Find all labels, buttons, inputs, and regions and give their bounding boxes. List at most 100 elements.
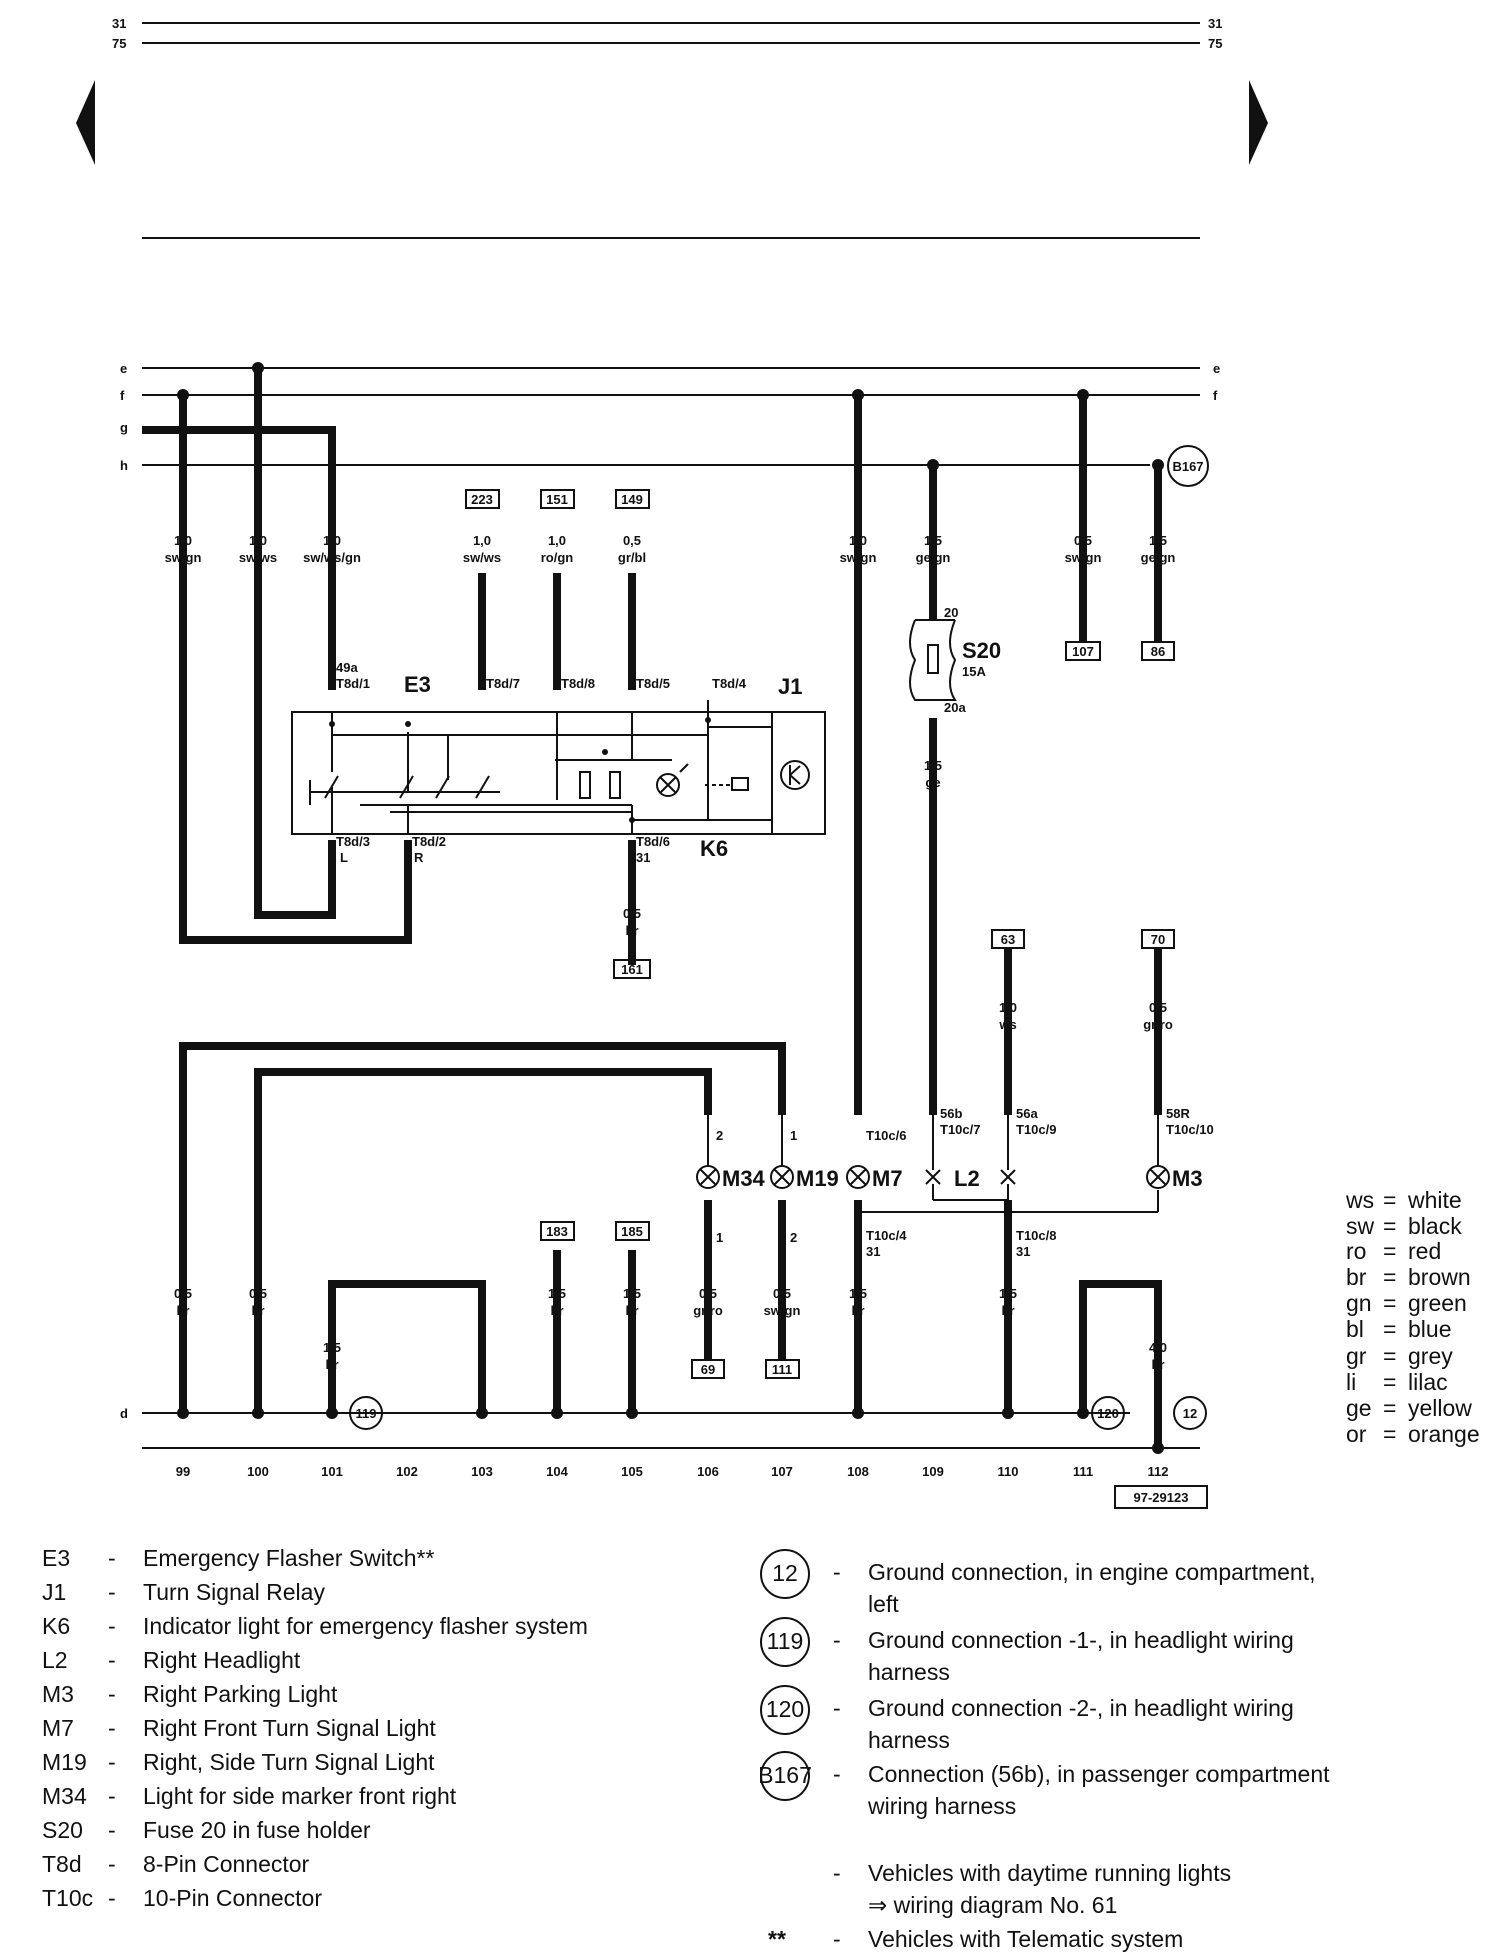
svg-text:119: 119 — [356, 1406, 377, 1421]
lamp-labels: M34 M19 M7 L2 M3 2 1 1 2 T10c/6 T10c/4 3… — [716, 1106, 1214, 1259]
svg-text:T8d: T8d — [42, 1851, 82, 1877]
svg-text:Emergency Flasher Switch**: Emergency Flasher Switch** — [143, 1545, 434, 1571]
svg-text:0,5: 0,5 — [773, 1286, 791, 1301]
pin-t8d5: T8d/5 — [636, 676, 670, 691]
m3-label: M3 — [1172, 1166, 1203, 1191]
svg-text:110: 110 — [998, 1464, 1019, 1479]
svg-text:sw/ws: sw/ws — [239, 550, 277, 565]
svg-text:li: li — [1346, 1369, 1356, 1395]
svg-text:M7: M7 — [42, 1715, 74, 1741]
previous-page-arrow-icon[interactable] — [76, 80, 95, 165]
svg-text:2: 2 — [790, 1230, 797, 1245]
pin-t8d3: T8d/3 — [336, 834, 370, 849]
svg-text:sw/gn: sw/gn — [764, 1303, 801, 1318]
svg-text:Ground connection -2-, in head: Ground connection -2-, in headlight wiri… — [868, 1695, 1294, 1721]
svg-text:105: 105 — [621, 1464, 643, 1479]
svg-text:sw/gn: sw/gn — [840, 550, 877, 565]
bus-e-label-left: e — [120, 361, 127, 376]
svg-text:49a: 49a — [336, 660, 358, 675]
svg-text:109: 109 — [922, 1464, 944, 1479]
svg-text:sw/gn: sw/gn — [165, 550, 202, 565]
l2-label: L2 — [954, 1166, 980, 1191]
pin-t8d1: T8d/1 — [336, 676, 370, 691]
svg-text:-: - — [833, 1926, 841, 1952]
junction-dots — [177, 362, 1164, 471]
svg-text:T10c/9: T10c/9 — [1016, 1122, 1056, 1137]
ref-151: 151 — [546, 492, 568, 507]
m34-label: M34 — [722, 1166, 766, 1191]
svg-text:1,0: 1,0 — [849, 533, 867, 548]
svg-text:bl: bl — [1346, 1316, 1364, 1342]
svg-text:br: br — [1346, 1264, 1367, 1290]
svg-text:-: - — [108, 1647, 116, 1673]
svg-text:lilac: lilac — [1408, 1369, 1448, 1395]
svg-text:Turn Signal Relay: Turn Signal Relay — [143, 1579, 325, 1605]
svg-text:99: 99 — [176, 1464, 190, 1479]
svg-text:1: 1 — [790, 1128, 797, 1143]
svg-text:T10c/10: T10c/10 — [1166, 1122, 1214, 1137]
svg-text:-: - — [108, 1579, 116, 1605]
svg-text:31: 31 — [1016, 1244, 1030, 1259]
svg-text:56b: 56b — [940, 1106, 962, 1121]
svg-text:Connection (56b), in passenger: Connection (56b), in passenger compartme… — [868, 1761, 1330, 1787]
ref-69: 69 — [701, 1362, 715, 1377]
svg-text:Indicator light for emergency: Indicator light for emergency flasher sy… — [143, 1613, 588, 1639]
svg-text:1,5: 1,5 — [623, 1286, 641, 1301]
bus-75-right: 75 — [1208, 36, 1222, 51]
ground-12-icon — [1173, 1396, 1207, 1430]
svg-text:blue: blue — [1408, 1316, 1451, 1342]
pin-t8d6: T8d/6 — [636, 834, 670, 849]
svg-text:-: - — [108, 1783, 116, 1809]
svg-text:Ground connection -1-, in head: Ground connection -1-, in headlight wiri… — [868, 1627, 1294, 1653]
ground-119-icon — [349, 1396, 383, 1430]
lamps — [696, 1115, 1170, 1201]
svg-text:1,5: 1,5 — [924, 533, 942, 548]
svg-text:1,0: 1,0 — [249, 533, 267, 548]
svg-text:120: 120 — [766, 1696, 804, 1722]
lower-reference-boxes: 183 185 69 111 — [540, 1221, 800, 1379]
svg-text:L2: L2 — [42, 1647, 68, 1673]
svg-text:-: - — [833, 1695, 841, 1721]
svg-text:1,0: 1,0 — [999, 1000, 1017, 1015]
svg-text:0,5: 0,5 — [174, 1286, 192, 1301]
svg-text:⇒ wiring diagram No. 61: ⇒ wiring diagram No. 61 — [868, 1892, 1117, 1918]
svg-text:br: br — [252, 1303, 265, 1318]
svg-text:0,5: 0,5 — [623, 533, 641, 548]
svg-text:M34: M34 — [42, 1783, 87, 1809]
svg-text:-: - — [108, 1545, 116, 1571]
svg-text:Ground connection, in engine c: Ground connection, in engine compartment… — [868, 1559, 1316, 1585]
svg-text:br: br — [1002, 1303, 1015, 1318]
svg-text:R: R — [414, 850, 424, 865]
svg-text:br: br — [1152, 1357, 1165, 1372]
ref-223: 223 — [471, 492, 493, 507]
svg-text:=: = — [1383, 1395, 1396, 1421]
pin-t8d7: T8d/7 — [486, 676, 520, 691]
svg-text:20: 20 — [944, 605, 958, 620]
svg-text:=: = — [1383, 1343, 1396, 1369]
bus-31-left: 31 — [112, 16, 126, 31]
svg-text:58R: 58R — [1166, 1106, 1190, 1121]
svg-text:-: - — [833, 1761, 841, 1787]
svg-text:sw/ws/gn: sw/ws/gn — [303, 550, 361, 565]
ground-120-icon — [1091, 1396, 1125, 1430]
svg-text:br: br — [626, 1303, 639, 1318]
svg-text:-: - — [833, 1860, 841, 1886]
svg-text:108: 108 — [847, 1464, 869, 1479]
svg-text:1,0: 1,0 — [323, 533, 341, 548]
ground-connections: 119 120 12 — [349, 1396, 1207, 1430]
svg-text:1,0: 1,0 — [548, 533, 566, 548]
next-page-arrow-icon[interactable] — [1249, 80, 1268, 165]
svg-text:1,5: 1,5 — [323, 1340, 341, 1355]
svg-text:-: - — [108, 1885, 116, 1911]
svg-text:Fuse 20 in fuse holder: Fuse 20 in fuse holder — [143, 1817, 371, 1843]
svg-text:white: white — [1407, 1187, 1462, 1213]
lamp-l2-icon — [925, 1169, 1016, 1185]
lower-wire-labels: 0,5 br 0,5 br 1,5 br 1,5 br 1,5 br 0,5 g… — [174, 1286, 1167, 1372]
svg-text:111: 111 — [1073, 1464, 1093, 1479]
svg-text:gn: gn — [1346, 1290, 1372, 1316]
svg-text:M19: M19 — [42, 1749, 87, 1775]
svg-text:-: - — [108, 1613, 116, 1639]
svg-text:=: = — [1383, 1187, 1396, 1213]
svg-text:T10c/7: T10c/7 — [940, 1122, 980, 1137]
